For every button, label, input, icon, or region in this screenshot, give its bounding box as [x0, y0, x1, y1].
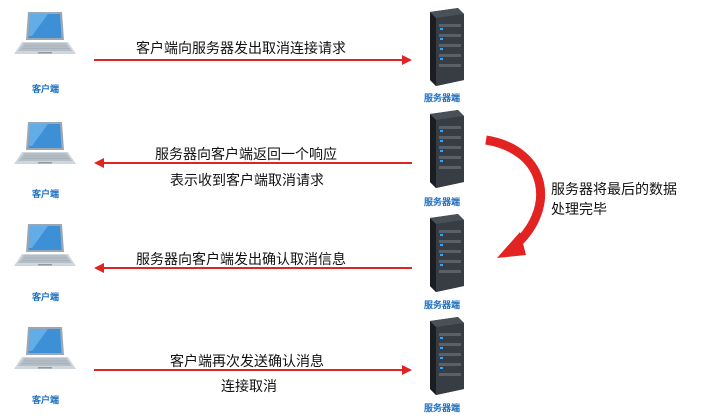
client-label: 客户端 — [32, 293, 60, 303]
step-4-message-line2: 连接取消 — [221, 379, 277, 395]
client-icon — [13, 121, 77, 165]
step-3-arrowhead — [94, 263, 104, 273]
step-1-message: 客户端向服务器发出取消连接请求 — [136, 41, 346, 57]
server-label: 服务器端 — [424, 404, 461, 414]
client-icon — [13, 223, 77, 267]
client-icon — [13, 326, 77, 370]
client-icon — [13, 11, 77, 55]
server-icon — [430, 214, 464, 292]
step-1-arrowhead — [402, 55, 412, 65]
curved-arrowhead — [497, 232, 526, 258]
server-label: 服务器端 — [424, 301, 461, 311]
server-note-line2: 处理完毕 — [551, 202, 607, 218]
step-4-arrowhead — [402, 365, 412, 375]
server-label: 服务器端 — [424, 94, 461, 104]
server-note-line1: 服务器将最后的数据 — [551, 182, 677, 198]
client-label: 客户端 — [32, 396, 60, 406]
step-3-message: 服务器向客户端发出确认取消信息 — [136, 252, 346, 268]
server-icon — [430, 110, 464, 188]
server-icon — [430, 317, 464, 395]
curved-arrow — [485, 135, 546, 252]
server-label: 服务器端 — [424, 198, 461, 208]
step-2-message-line2: 表示收到客户端取消请求 — [170, 173, 324, 189]
client-label: 客户端 — [32, 85, 60, 95]
server-processing-note: 服务器将最后的数据 处理完毕 — [551, 180, 677, 220]
client-label: 客户端 — [32, 190, 60, 200]
step-2-arrowhead — [94, 158, 104, 168]
step-2-message: 服务器向客户端返回一个响应 — [155, 147, 337, 163]
server-icon — [430, 8, 464, 86]
step-4-message: 客户端再次发送确认消息 — [170, 354, 324, 370]
